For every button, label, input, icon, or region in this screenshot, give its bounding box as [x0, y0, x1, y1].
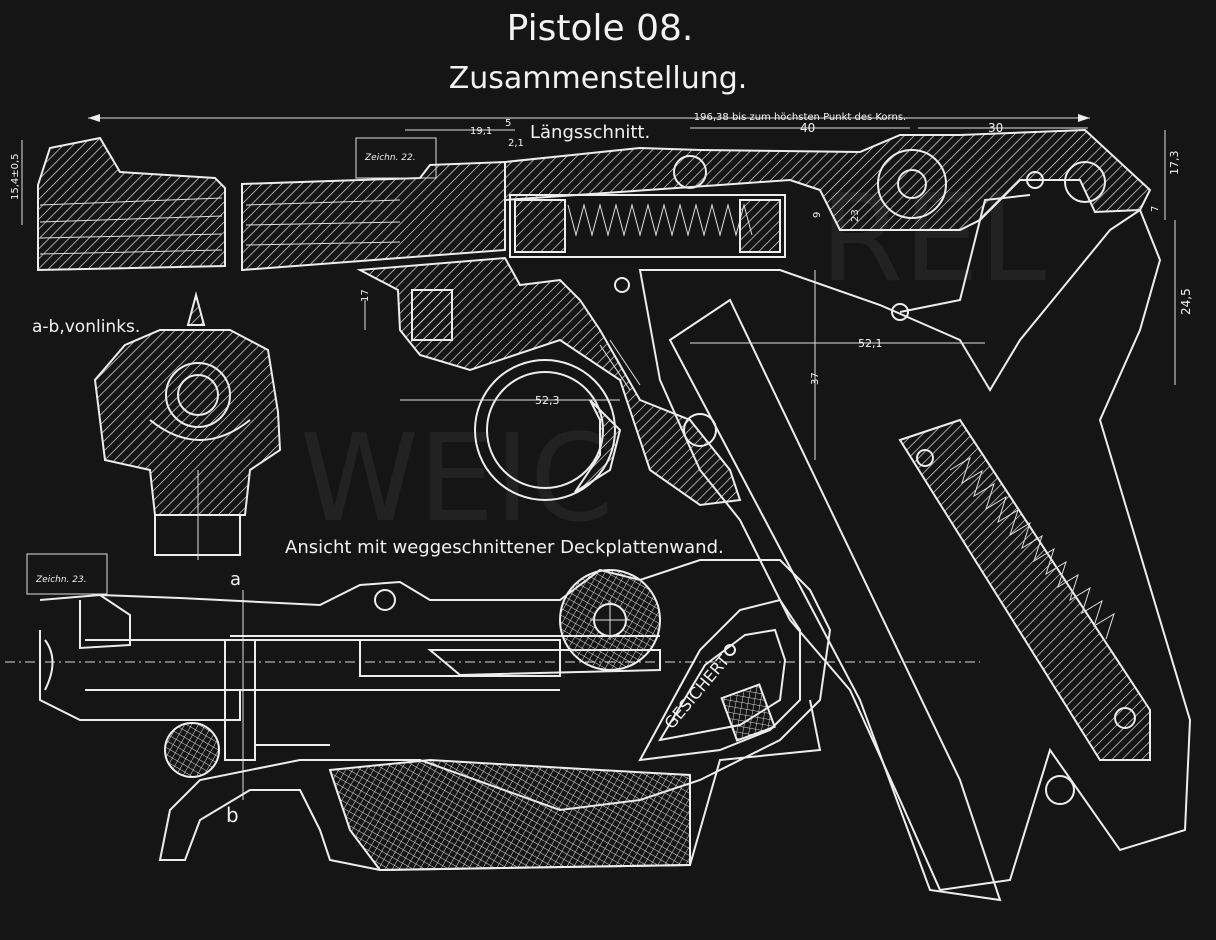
stamp-top — [355, 137, 437, 179]
firing-pin-spring — [567, 203, 753, 237]
dim-17-3: 17,3 — [1168, 151, 1181, 176]
dim-5: 5 — [505, 118, 511, 129]
trigger — [574, 399, 622, 493]
svg-text:WEIC: WEIC — [300, 410, 614, 549]
section-label: Längsschnitt. — [530, 122, 650, 143]
dim-37: 37 — [810, 372, 821, 385]
grip-checkering — [328, 758, 691, 872]
grip-backstrap — [898, 418, 1151, 761]
magazine-channel — [668, 298, 1002, 902]
trigger-plate-pin — [164, 722, 220, 778]
dim-24-5: 24,5 — [1179, 288, 1193, 315]
section-mark-a: a — [230, 569, 241, 590]
frame-forward — [356, 256, 742, 507]
stamp-top-text: Zeichn. 22. — [364, 153, 416, 163]
dim-7: 7 — [1150, 206, 1161, 212]
dim-23: 23 — [850, 209, 861, 222]
safety-marking: GESICHERT — [661, 651, 734, 733]
dim-52-3: 52,3 — [535, 394, 560, 407]
svg-text:REL: REL — [820, 170, 1046, 309]
receiver-top — [504, 128, 1152, 231]
dim-9: 9 — [812, 212, 823, 218]
watermark: REL WEIC — [300, 170, 1046, 549]
dim-52-1: 52,1 — [858, 337, 883, 350]
side-view-a-b: a-b,vonlinks. — [32, 291, 282, 560]
magazine-spring — [949, 456, 1115, 640]
dim-30: 30 — [988, 121, 1003, 135]
side-view-body — [93, 329, 282, 516]
stamp-bottom-text: Zeichn. 23. — [35, 575, 87, 585]
longitudinal-section: 196,38 bis zum höchsten Punkt des Korns.… — [10, 112, 1193, 902]
cutaway-label: Ansicht mit weggeschnittener Deckplatten… — [285, 537, 724, 558]
dim-17: 17 — [360, 289, 371, 302]
section-mark-b: b — [226, 803, 239, 827]
safety-lever — [638, 598, 801, 762]
cutaway-view: Ansicht mit weggeschnittener Deckplatten… — [5, 537, 980, 872]
drawing-title: Pistole 08. — [507, 8, 694, 49]
dim-40: 40 — [800, 121, 815, 135]
dim-overall: 196,38 bis zum höchsten Punkt des Korns. — [694, 112, 906, 123]
drawing-subtitle: Zusammenstellung. — [449, 61, 748, 96]
dim-15-4: 15,4±0,5 — [10, 153, 21, 200]
breech-block — [509, 194, 786, 258]
stamp-bottom — [26, 553, 108, 595]
dim-19-1: 19,1 — [470, 126, 492, 137]
side-view-label: a-b,vonlinks. — [32, 317, 140, 337]
dim-2-1: 2,1 — [508, 138, 524, 149]
